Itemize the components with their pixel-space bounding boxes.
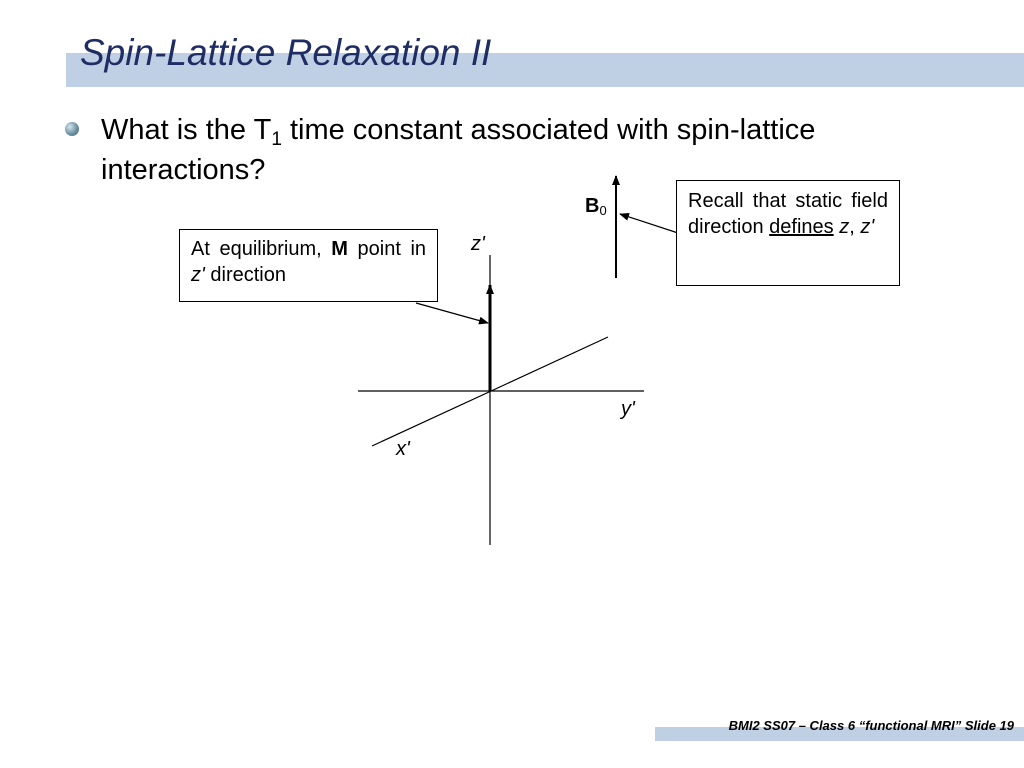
callout-right-pointer [619, 213, 679, 234]
callout-left-pointer [415, 302, 489, 325]
bullet-icon [65, 122, 79, 136]
bullet-text-part1: What is the T [101, 114, 272, 146]
footer-bar [655, 727, 1024, 741]
static-field-callout: Recall that static field direction defin… [676, 180, 900, 286]
x-axis-line [371, 336, 609, 447]
title-bar [66, 53, 1024, 87]
bullet-text-part2: time constant associated with spin-latti… [101, 114, 816, 186]
y-prime-axis-label: y' [621, 398, 635, 420]
bullet-text: What is the T1 time constant associated … [101, 110, 981, 190]
x-prime-axis-label: x' [396, 438, 410, 460]
bullet-subscript: 1 [271, 129, 282, 150]
b0-label: B0 [585, 195, 607, 218]
z-prime-axis-label: z' [471, 233, 485, 255]
equilibrium-callout: At equilibrium, M point in z' direction [179, 229, 438, 302]
slide-footer: BMI2 SS07 – Class 6 “functional MRI” Sli… [728, 718, 1014, 733]
slide-title: Spin-Lattice Relaxation II [80, 32, 492, 73]
